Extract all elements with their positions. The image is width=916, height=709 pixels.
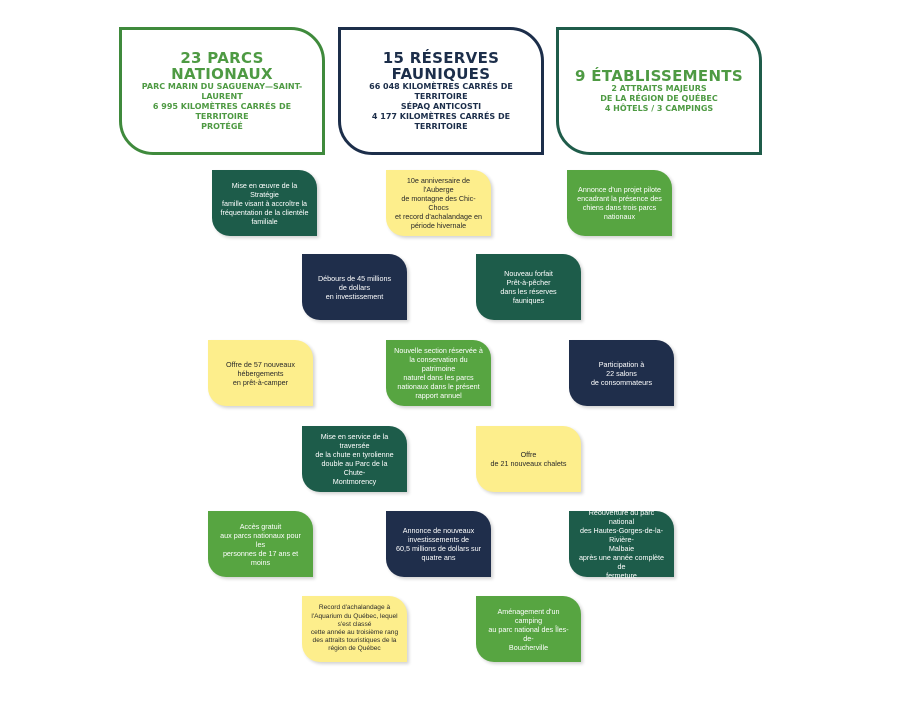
- card-line: rapport annuel: [415, 391, 462, 400]
- card-line: 60,5 millions de dollars sur: [395, 544, 482, 553]
- card-line: Malbaie: [608, 544, 635, 553]
- card-section-conservation: Nouvelle section réservée à la conservat…: [386, 340, 491, 406]
- card-line: Annonce de nouveaux: [402, 526, 475, 535]
- card-line: nationaux: [603, 212, 636, 221]
- card-line: personnes de 17 ans et moins: [222, 548, 299, 567]
- card-line: 10e anniversaire de l'Auberge: [406, 176, 471, 194]
- card-line: encadrant la présence des: [577, 194, 662, 203]
- card-nouveaux-chalets: Offre de 21 nouveaux chalets: [476, 426, 581, 492]
- card-pret-a-pecher: Nouveau forfait Prêt-à-pêcher dans les r…: [476, 254, 581, 320]
- card-salons-consommateurs: Participation à 22 salons de consommateu…: [569, 340, 674, 406]
- card-line: Mise en service de la traversée: [320, 432, 389, 450]
- card-line: naturel dans les parcs: [403, 373, 474, 382]
- parcs-nationaux-line: PROTÉGÉ: [201, 122, 243, 131]
- card-line: famille visant à accroître la: [221, 198, 308, 208]
- card-debours-45-millions: Débours de 45 millions de dollars en inv…: [302, 254, 407, 320]
- card-line: la conservation du patrimoine: [409, 355, 468, 373]
- card-line: en prêt-à-camper: [232, 377, 289, 387]
- parcs-nationaux-line: 6 995 KILOMÈTRES CARRÉS DE TERRITOIRE: [152, 102, 292, 121]
- card-line: des Hautes-Gorges-de-la-Rivière-: [579, 526, 664, 544]
- card-line: aux parcs nationaux pour les: [220, 530, 301, 549]
- card-line: au parc national des Îles-de-: [488, 624, 569, 643]
- card-line: Annonce d'un projet pilote: [578, 185, 661, 194]
- etablissements-box: 9 ÉTABLISSEMENTS 2 ATTRAITS MAJEURS DE L…: [556, 27, 762, 155]
- parcs-nationaux-box: 23 PARCS NATIONAUX PARC MARIN DU SAGUENA…: [119, 27, 325, 155]
- card-line: fréquentation de la clientèle: [220, 207, 309, 217]
- card-line: de consommateurs: [590, 377, 653, 387]
- card-projet-pilote-chiens: Annonce d'un projet pilote encadrant la …: [567, 170, 672, 236]
- card-line: s'est classé: [337, 620, 372, 628]
- card-auberge-chic-chocs: 10e anniversaire de l'Auberge de montagn…: [386, 170, 491, 236]
- reserves-fauniques-box: 15 RÉSERVES FAUNIQUES 66 048 KILOMÈTRES …: [338, 27, 544, 155]
- card-line: de 21 nouveaux chalets: [490, 459, 567, 468]
- card-reouverture-hautes-gorges: Réouverture du parc national des Hautes-…: [569, 508, 674, 580]
- card-pret-a-camper: Offre de 57 nouveaux hébergements en prê…: [208, 340, 313, 406]
- card-line: Nouvelle section réservée à: [394, 346, 483, 355]
- card-tyrolienne: Mise en service de la traversée de la ch…: [302, 426, 407, 492]
- card-line: Offre: [520, 450, 537, 459]
- card-line: en investissement: [325, 291, 384, 301]
- parcs-nationaux-line: PARC MARIN DU SAGUENAY—SAINT-LAURENT: [141, 82, 303, 101]
- card-line: Participation à: [598, 359, 645, 369]
- card-line: Débours de 45 millions: [317, 273, 392, 283]
- card-line: investissements de: [407, 535, 470, 544]
- card-line: Prêt-à-pêcher: [506, 278, 551, 287]
- card-line: Nouveau forfait: [504, 269, 553, 278]
- card-strategie-famille: Mise en œuvre de la Stratégie famille vi…: [212, 170, 317, 236]
- card-line: dans les réserves fauniques: [500, 287, 557, 305]
- card-line: chiens dans trois parcs: [582, 203, 657, 212]
- card-line: Boucherville: [508, 642, 549, 652]
- card-line: familiale: [251, 216, 278, 226]
- card-line: fermeture: [606, 571, 637, 580]
- reserves-fauniques-line: SÉPAQ ANTICOSTI: [400, 102, 482, 111]
- card-line: l'Aquarium du Québec, lequel: [311, 612, 398, 620]
- card-line: Montmorency: [332, 477, 377, 486]
- card-line: quatre ans: [421, 553, 456, 562]
- reserves-fauniques-title: 15 RÉSERVES FAUNIQUES: [382, 49, 500, 83]
- card-line: 22 salons: [606, 368, 637, 378]
- etablissements-title: 9 ÉTABLISSEMENTS: [575, 67, 743, 85]
- card-line: de la chute en tyrolienne: [315, 450, 394, 459]
- card-line: de dollars: [338, 282, 371, 292]
- card-line: Mise en œuvre de la Stratégie: [231, 180, 298, 199]
- etablissements-line: 4 HÔTELS / 3 CAMPINGS: [604, 104, 714, 113]
- card-line: Offre de 57 nouveaux: [226, 359, 295, 369]
- card-line: des attraits touristiques de la: [312, 637, 397, 645]
- card-line: Record d'achalandage à: [318, 604, 391, 612]
- card-acces-gratuit: Accès gratuit aux parcs nationaux pour l…: [208, 511, 313, 577]
- card-aquarium-record: Record d'achalandage à l'Aquarium du Qué…: [302, 596, 407, 662]
- card-line: Réouverture du parc national: [588, 508, 655, 526]
- card-line: double au Parc de la Chute-: [321, 459, 388, 477]
- card-line: après une année complète de: [578, 553, 665, 571]
- card-line: période hivernale: [410, 221, 467, 230]
- etablissements-line: 2 ATTRAITS MAJEURS: [611, 84, 707, 93]
- card-line: Aménagement d'un camping: [497, 606, 560, 625]
- reserves-fauniques-line: 4 177 KILOMÈTRES CARRÉS DE TERRITOIRE: [371, 112, 511, 131]
- parcs-nationaux-title: 23 PARCS NATIONAUX: [171, 49, 273, 83]
- card-line: nationaux dans le présent: [397, 382, 480, 391]
- card-line: hébergements: [237, 368, 284, 378]
- card-camping-boucherville: Aménagement d'un camping au parc nationa…: [476, 596, 581, 662]
- card-investissements-60-millions: Annonce de nouveaux investissements de 6…: [386, 511, 491, 577]
- card-line: Accès gratuit: [239, 521, 282, 531]
- reserves-fauniques-line: 66 048 KILOMÈTRES CARRÉS DE TERRITOIRE: [369, 82, 513, 101]
- card-line: de montagne des Chic-Chocs: [401, 194, 476, 212]
- card-line: région de Québec: [328, 645, 381, 653]
- card-line: et record d'achalandage en: [395, 212, 482, 221]
- card-line: cette année au troisième rang: [310, 629, 399, 636]
- etablissements-line: DE LA RÉGION DE QUÉBEC: [600, 94, 718, 103]
